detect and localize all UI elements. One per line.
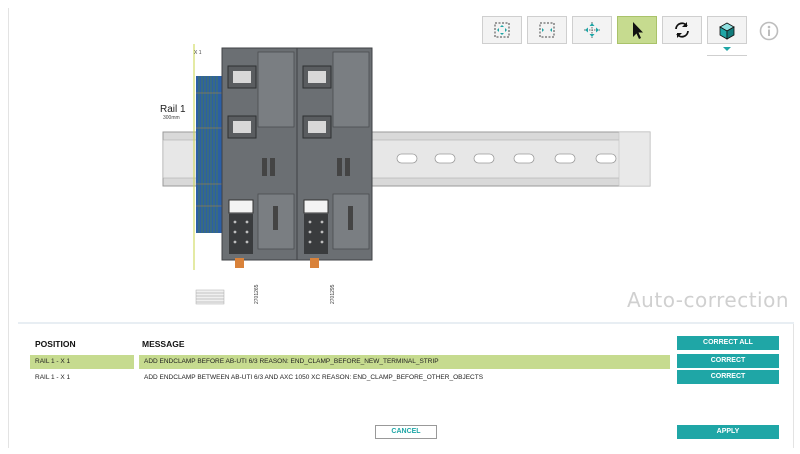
apply-button[interactable]: APPLY bbox=[677, 425, 779, 439]
3d-view-dropdown[interactable] bbox=[707, 16, 752, 56]
module-1[interactable] bbox=[221, 47, 298, 268]
dropdown-caret[interactable] bbox=[707, 46, 747, 56]
message-column-header: MESSAGE bbox=[142, 339, 185, 349]
refresh-button[interactable] bbox=[662, 16, 702, 44]
refresh-icon bbox=[675, 22, 689, 38]
expand-icon bbox=[584, 22, 600, 38]
row-message: ADD ENDCLAMP BEFORE AB-UTI 6/3 REASON: E… bbox=[139, 355, 670, 369]
auto-correction-watermark: Auto-correction bbox=[627, 288, 790, 312]
marker-label bbox=[195, 289, 225, 305]
3d-view-icon bbox=[719, 22, 735, 40]
canvas-divider bbox=[18, 322, 794, 324]
slot-label-2: 2701295 bbox=[330, 284, 336, 304]
table-row[interactable]: RAIL 1 - X 1 ADD ENDCLAMP BEFORE AB-UTI … bbox=[30, 355, 670, 369]
pointer-button[interactable] bbox=[617, 16, 657, 44]
fit-selection-icon bbox=[539, 22, 555, 38]
cancel-button[interactable]: CANCEL bbox=[375, 425, 437, 439]
table-row[interactable]: RAIL 1 - X 1 ADD ENDCLAMP BETWEEN AB-UTI… bbox=[30, 371, 670, 385]
layout-canvas[interactable] bbox=[18, 8, 794, 324]
row-position: RAIL 1 - X 1 bbox=[35, 374, 71, 381]
terminal-position-label: X 1 bbox=[194, 50, 202, 56]
fit-view-button[interactable] bbox=[482, 16, 522, 44]
rail-label: Rail 1 bbox=[160, 104, 186, 115]
row-position: RAIL 1 - X 1 bbox=[30, 355, 134, 369]
pointer-icon bbox=[633, 22, 643, 39]
rail-drawing bbox=[162, 44, 651, 305]
view-toolbar bbox=[482, 16, 752, 56]
module-2[interactable] bbox=[296, 47, 373, 268]
fit-view-icon bbox=[494, 22, 510, 38]
position-column-header: POSITION bbox=[35, 339, 76, 349]
3d-view-button[interactable] bbox=[707, 16, 747, 44]
fit-selection-button[interactable] bbox=[527, 16, 567, 44]
correct-all-button[interactable]: CORRECT ALL bbox=[677, 336, 779, 350]
correct-button[interactable]: CORRECT bbox=[677, 370, 779, 384]
expand-button[interactable] bbox=[572, 16, 612, 44]
chevron-down-icon bbox=[723, 47, 731, 51]
terminal-strip[interactable] bbox=[193, 44, 222, 270]
info-button[interactable] bbox=[758, 20, 780, 42]
correct-button[interactable]: CORRECT bbox=[677, 354, 779, 368]
row-message: ADD ENDCLAMP BETWEEN AB-UTI 6/3 AND AXC … bbox=[144, 374, 484, 381]
rail-length-label: 300mm bbox=[163, 115, 180, 121]
messages-table-header: POSITION MESSAGE bbox=[30, 336, 670, 352]
slot-label-1: 2701265 bbox=[254, 284, 260, 304]
info-icon bbox=[759, 21, 779, 41]
